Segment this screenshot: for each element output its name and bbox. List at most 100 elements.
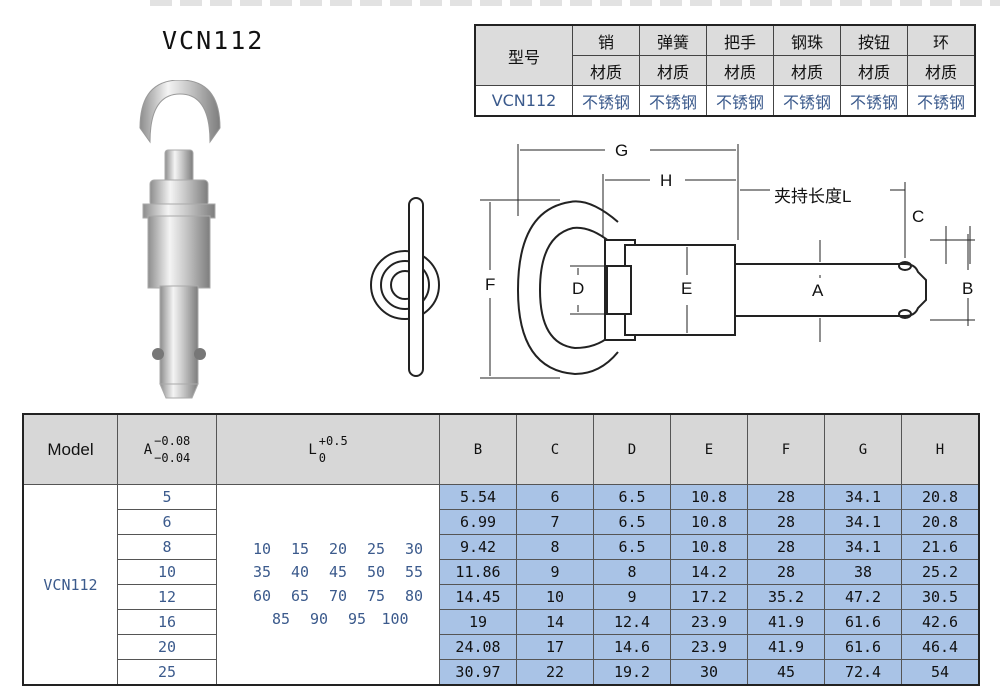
l-value: 50	[366, 563, 386, 581]
a-value-cell: 8	[117, 534, 217, 560]
material-value: 不锈钢	[773, 85, 841, 117]
col-header-e: E	[670, 413, 748, 485]
l-value: 95	[347, 610, 367, 628]
part-handle: 把手	[706, 24, 774, 56]
material-label: 材质	[840, 55, 908, 86]
l-symbol: L	[308, 441, 317, 458]
l-value: 35	[252, 563, 272, 581]
dim-e-cell: 30	[670, 659, 748, 686]
dim-e-cell: 17.2	[670, 584, 748, 610]
a-value-cell: 5	[117, 484, 217, 510]
dim-c-cell: 14	[516, 609, 594, 635]
l-value: 30	[404, 539, 424, 558]
a-value-cell: 20	[117, 634, 217, 660]
a-symbol: A	[143, 441, 153, 458]
dim-g-cell: 47.2	[824, 584, 902, 610]
dim-g-cell: 38	[824, 559, 902, 585]
dim-b-cell: 9.42	[439, 534, 517, 560]
material-label: 材质	[706, 55, 774, 86]
dim-f-cell: 45	[747, 659, 825, 686]
dim-g-cell: 34.1	[824, 534, 902, 560]
header-strip	[150, 0, 1000, 6]
l-value: 20	[328, 539, 348, 558]
product-model-title: VCN112	[162, 26, 265, 55]
a-value-cell: 6	[117, 509, 217, 535]
dim-f-cell: 28	[747, 559, 825, 585]
dim-b-cell: 5.54	[439, 484, 517, 510]
dim-f-cell: 41.9	[747, 609, 825, 635]
dim-b-cell: 11.86	[439, 559, 517, 585]
dim-c-cell: 7	[516, 509, 594, 535]
l-value: 45	[328, 563, 348, 581]
dim-c-cell: 9	[516, 559, 594, 585]
l-value: 85	[271, 610, 291, 628]
technical-drawing: G H 夹持长度L C F D E A B	[370, 141, 975, 379]
a-value-cell: 16	[117, 609, 217, 635]
dim-c-cell: 8	[516, 534, 594, 560]
material-label: 材质	[639, 55, 707, 86]
product-photo	[139, 80, 221, 399]
l-value: 60	[252, 586, 272, 605]
a-tol-bottom: −0.04	[154, 450, 191, 465]
part-ball: 钢珠	[773, 24, 841, 56]
col-header-model: Model	[22, 413, 118, 485]
col-header-c: C	[516, 413, 594, 485]
material-label: 材质	[907, 55, 976, 86]
l-value: 75	[366, 586, 386, 605]
dim-h-cell: 42.6	[901, 609, 980, 635]
dim-c-cell: 22	[516, 659, 594, 686]
a-tol-top: −0.08	[154, 433, 191, 448]
l-value: 70	[328, 586, 348, 605]
dim-f-cell: 28	[747, 509, 825, 535]
col-header-a: A−0.08 −0.04	[117, 413, 217, 485]
dim-f-cell: 28	[747, 484, 825, 510]
part-button: 按钮	[840, 24, 908, 56]
dim-f-cell: 41.9	[747, 634, 825, 660]
dim-label-clamp-length: 夹持长度L	[774, 187, 851, 206]
dim-b-cell: 19	[439, 609, 517, 635]
l-tol-bottom: 0	[318, 450, 326, 465]
dim-b-cell: 14.45	[439, 584, 517, 610]
part-ring: 环	[907, 24, 976, 56]
dim-e-cell: 23.9	[670, 634, 748, 660]
part-pin: 销	[572, 24, 640, 56]
a-value-cell: 25	[117, 659, 217, 686]
dim-d-cell: 6.5	[593, 534, 671, 560]
col-header-d: D	[593, 413, 671, 485]
material-value: 不锈钢	[639, 85, 707, 117]
dim-g-cell: 34.1	[824, 484, 902, 510]
l-value: 10	[252, 539, 272, 558]
model-cell: VCN112	[22, 484, 118, 686]
dim-label-a: A	[812, 281, 824, 300]
dim-h-cell: 54	[901, 659, 980, 686]
dim-e-cell: 10.8	[670, 509, 748, 535]
dim-e-cell: 14.2	[670, 559, 748, 585]
dim-f-cell: 28	[747, 534, 825, 560]
dim-e-cell: 10.8	[670, 534, 748, 560]
a-value-cell: 12	[117, 584, 217, 610]
col-header-h: H	[901, 413, 980, 485]
material-value: 不锈钢	[840, 85, 908, 117]
col-header-g: G	[824, 413, 902, 485]
dim-label-h: H	[660, 171, 672, 190]
material-value: 不锈钢	[907, 85, 976, 117]
dim-c-cell: 17	[516, 634, 594, 660]
dim-b-cell: 6.99	[439, 509, 517, 535]
material-value: 不锈钢	[572, 85, 640, 117]
col-header-f: F	[747, 413, 825, 485]
dim-label-g: G	[615, 141, 628, 160]
l-value: 15	[290, 539, 310, 558]
l-value: 40	[290, 563, 310, 581]
dim-h-cell: 20.8	[901, 484, 980, 510]
dim-d-cell: 6.5	[593, 484, 671, 510]
l-value: 80	[404, 586, 424, 605]
dim-d-cell: 14.6	[593, 634, 671, 660]
